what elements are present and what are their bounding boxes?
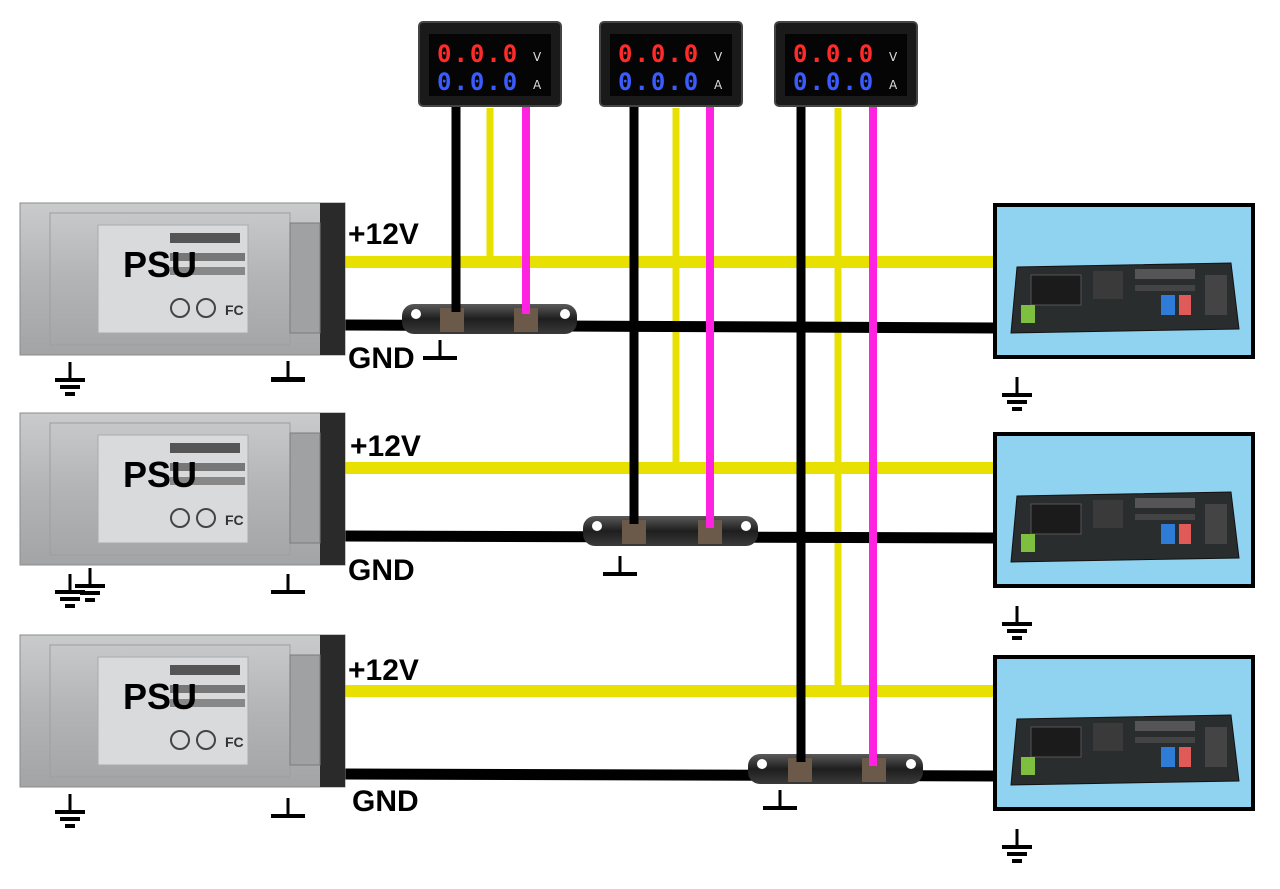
psu-3-ground-label: GND <box>352 785 419 818</box>
meter-1-voltage-reading: 0.0.0 <box>437 40 519 68</box>
psu-3-ground-right-icon <box>269 796 307 818</box>
psu-1-ground-left-icon <box>53 360 87 396</box>
shunt-3 <box>748 754 923 810</box>
v12-wires <box>345 108 996 697</box>
motherboard-3-icon <box>1010 714 1240 786</box>
psu-3-ground-left-icon <box>53 792 87 828</box>
psu-2-ground-label: GND <box>348 554 415 587</box>
meter-1-current-unit: A <box>533 78 542 92</box>
psu-2: FC PSU <box>19 412 346 566</box>
psu-3: FC PSU <box>19 634 346 788</box>
psu-1-rail-label: +12V <box>348 218 419 251</box>
psu-3-rail-label: +12V <box>348 654 419 687</box>
shunt-1 <box>402 304 577 360</box>
motherboard-3-ground-icon <box>1000 827 1034 863</box>
svg-text:FC: FC <box>225 512 244 528</box>
meter-3-current-unit: A <box>889 78 898 92</box>
motherboard-1-icon <box>1010 262 1240 334</box>
motherboard-2-ground-icon <box>1000 604 1034 640</box>
motherboard-2 <box>993 432 1255 640</box>
meter-2-current-reading: 0.0.0 <box>618 68 700 96</box>
meter-2-voltage-reading: 0.0.0 <box>618 40 700 68</box>
meter-1-current-reading: 0.0.0 <box>437 68 519 96</box>
psu-2-label: PSU <box>123 454 197 495</box>
psu-3-label: PSU <box>123 676 197 717</box>
motherboard-2-icon <box>1010 491 1240 563</box>
meter-1-voltage-unit: V <box>533 50 542 64</box>
meter-2-current-unit: A <box>714 78 723 92</box>
psu-1-ground-label: GND <box>348 342 415 375</box>
meter-3-voltage-reading: 0.0.0 <box>793 40 875 68</box>
panel-meters: 0.0.0 V 0.0.0 A 0.0.0 V 0.0.0 A 0.0.0 V … <box>418 21 918 107</box>
psu-2-ground-left-icon <box>53 572 87 608</box>
ground-wires <box>344 319 997 782</box>
psu-2-rail-label: +12V <box>350 430 421 463</box>
svg-text:FC: FC <box>225 302 244 318</box>
panel-meter-3: 0.0.0 V 0.0.0 A <box>774 21 918 107</box>
motherboard-3 <box>993 655 1255 863</box>
psu-2-ground-right-icon <box>269 572 307 594</box>
shunt-2 <box>583 516 758 576</box>
psu-1-label: PSU <box>123 244 197 285</box>
panel-meter-1: 0.0.0 V 0.0.0 A <box>418 21 562 107</box>
meter-3-voltage-unit: V <box>889 50 898 64</box>
meter-2-voltage-unit: V <box>714 50 723 64</box>
meter-sense-wires <box>451 105 877 766</box>
svg-text:FC: FC <box>225 734 244 750</box>
motherboard-1-ground-icon <box>1000 375 1034 411</box>
psu-1: FC PSU <box>19 202 346 602</box>
psu-1-ground-left-icon <box>73 566 107 602</box>
motherboard-1 <box>993 203 1255 411</box>
rail-labels: +12V GND +12V GND +12V GND <box>348 218 421 818</box>
meter-3-current-reading: 0.0.0 <box>793 68 875 96</box>
panel-meter-2: 0.0.0 V 0.0.0 A <box>599 21 743 107</box>
